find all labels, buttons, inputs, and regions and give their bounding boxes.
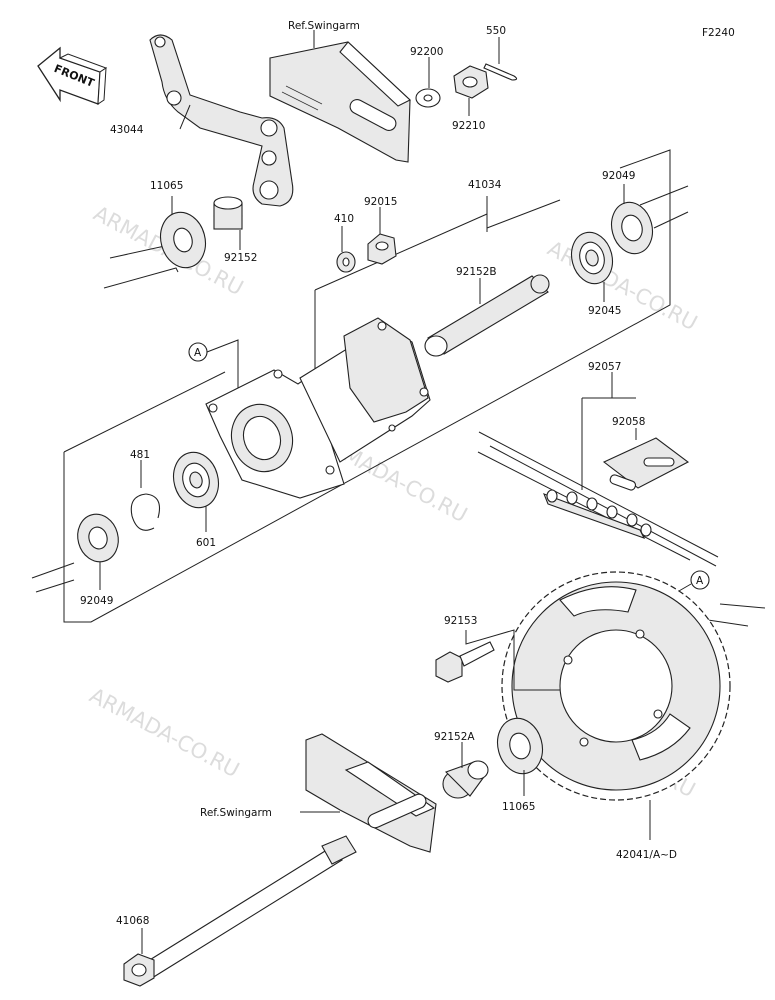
part-label-481: 481 bbox=[130, 449, 150, 461]
part-label-92057: 92057 bbox=[588, 361, 621, 373]
part-92015-nut bbox=[367, 207, 397, 265]
svg-text:A: A bbox=[696, 575, 704, 587]
rear-hub bbox=[205, 317, 431, 499]
diagram-code: F2240 bbox=[702, 27, 735, 39]
part-92200-washer bbox=[415, 57, 441, 108]
part-label-92152A: 92152A bbox=[434, 731, 475, 743]
watermark: ARMADA-CO.RU bbox=[544, 236, 702, 335]
part-label-92210: 92210 bbox=[452, 120, 485, 132]
ref-swingarm-bottom: Ref.Swingarm bbox=[200, 807, 272, 819]
swingarm-bottom-ref bbox=[300, 733, 437, 853]
part-label-601: 601 bbox=[196, 537, 216, 549]
front-arrow-icon: FRONT bbox=[37, 46, 108, 105]
part-42041-sprocket bbox=[501, 571, 731, 840]
part-41068-axle bbox=[123, 835, 357, 987]
part-label-550: 550 bbox=[486, 25, 506, 37]
part-label-92045: 92045 bbox=[588, 305, 621, 317]
part-92045-bearing bbox=[570, 231, 614, 302]
part-11065-seal-bottom bbox=[496, 717, 544, 796]
part-label-42041: 42041/A~D bbox=[616, 849, 677, 861]
part-92049-seal-left bbox=[77, 513, 119, 590]
part-92058-master-link bbox=[602, 428, 690, 491]
part-481-circlip bbox=[130, 460, 161, 531]
part-label-92153: 92153 bbox=[444, 615, 477, 627]
part-92152b-sleeve bbox=[424, 274, 550, 357]
part-43044-torque-arm bbox=[149, 34, 294, 207]
svg-text:A: A bbox=[194, 347, 202, 359]
part-label-92015: 92015 bbox=[364, 196, 397, 208]
part-label-92152: 92152 bbox=[224, 252, 257, 264]
part-92153-bolt bbox=[435, 629, 560, 691]
part-label-41068: 41068 bbox=[116, 915, 149, 927]
part-label-11065-top: 11065 bbox=[150, 180, 183, 192]
watermark: ARMADA-CO.RU bbox=[86, 683, 244, 782]
part-601-bearing bbox=[172, 451, 220, 532]
part-label-92200: 92200 bbox=[410, 46, 443, 58]
seal-11065-top bbox=[103, 196, 207, 289]
part-label-92152B: 92152B bbox=[456, 266, 497, 278]
part-550-cotter-pin bbox=[483, 37, 518, 81]
part-92057-chain bbox=[477, 372, 719, 567]
part-92210-nut bbox=[453, 65, 489, 116]
ref-swingarm-top: Ref.Swingarm bbox=[288, 20, 360, 32]
part-label-92049-left: 92049 bbox=[80, 595, 113, 607]
hub-assembly-panel bbox=[31, 149, 689, 623]
collar-92152 bbox=[213, 196, 243, 250]
part-label-410: 410 bbox=[334, 213, 354, 225]
callout-a-hub: A bbox=[188, 339, 239, 392]
part-92049-seal-right bbox=[610, 184, 654, 255]
part-410-spacer bbox=[336, 226, 356, 273]
part-label-92058: 92058 bbox=[612, 416, 645, 428]
part-label-92049-right: 92049 bbox=[602, 170, 635, 182]
part-label-41034: 41034 bbox=[468, 179, 502, 191]
part-label-43044: 43044 bbox=[110, 124, 144, 136]
part-label-11065-bottom: 11065 bbox=[502, 801, 535, 813]
part-92152a-collar bbox=[442, 742, 489, 799]
swingarm-top-ref bbox=[269, 30, 411, 163]
